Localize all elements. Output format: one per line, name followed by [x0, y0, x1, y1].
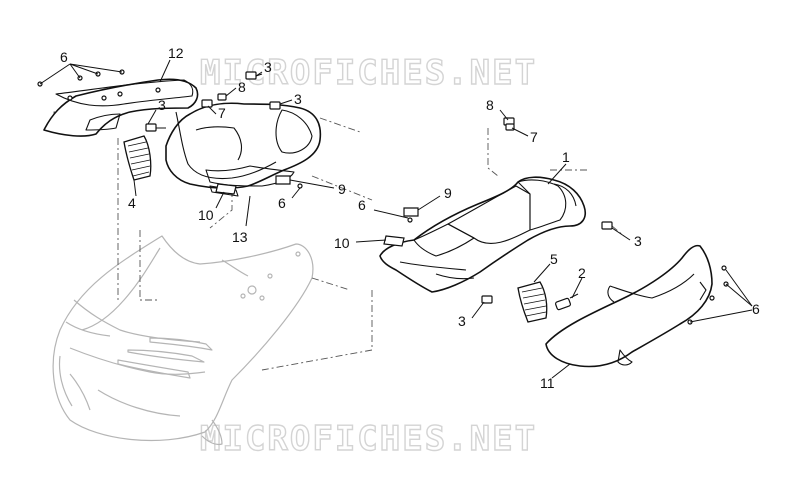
callout-8-right: 8	[486, 97, 494, 113]
part-5-right-grille	[517, 281, 548, 323]
callout-7-left: 7	[218, 105, 226, 121]
callout-9-right: 9	[444, 185, 452, 201]
assembly-centerlines	[53, 111, 625, 371]
callout-6-right: 6	[752, 301, 760, 317]
part-2-fastener	[555, 293, 579, 311]
callout-2: 2	[578, 265, 586, 281]
callout-3-left: 3	[158, 97, 166, 113]
ghost-front-fairing	[52, 235, 314, 446]
callout-10-left: 10	[198, 207, 214, 223]
leader-lines	[39, 59, 753, 379]
callout-3-right: 3	[634, 233, 642, 249]
callout-3-top: 3	[264, 59, 272, 75]
callout-11: 11	[540, 375, 555, 391]
callout-1: 1	[562, 149, 570, 165]
callout-13: 13	[232, 229, 248, 245]
watermark-bottom: MICROFICHES.NET	[200, 419, 537, 459]
callout-12: 12	[168, 45, 184, 61]
part-12-upper-side-panel	[43, 78, 199, 137]
callout-10-right: 10	[334, 235, 350, 251]
callout-6-left: 6	[278, 195, 286, 211]
callout-3-bottom: 3	[458, 313, 466, 329]
part-11-right-side-panel	[545, 244, 713, 368]
callout-7-right: 7	[530, 129, 538, 145]
part-4-left-grille	[123, 135, 152, 181]
callout-6-top-left: 6	[60, 49, 68, 65]
callout-3-duct: 3	[294, 91, 302, 107]
callout-labels: 12 6 3 3 8 7 3 4 10 13 6 9 8 7 1 9 6 10 …	[60, 45, 760, 391]
callout-6-middle: 6	[358, 197, 366, 213]
callout-9-left: 9	[338, 181, 346, 197]
callout-8-left: 8	[238, 79, 246, 95]
callout-5: 5	[550, 251, 558, 267]
part-1-right-air-duct	[379, 176, 586, 293]
part-13-left-air-duct	[165, 102, 322, 197]
callout-4: 4	[128, 195, 136, 211]
